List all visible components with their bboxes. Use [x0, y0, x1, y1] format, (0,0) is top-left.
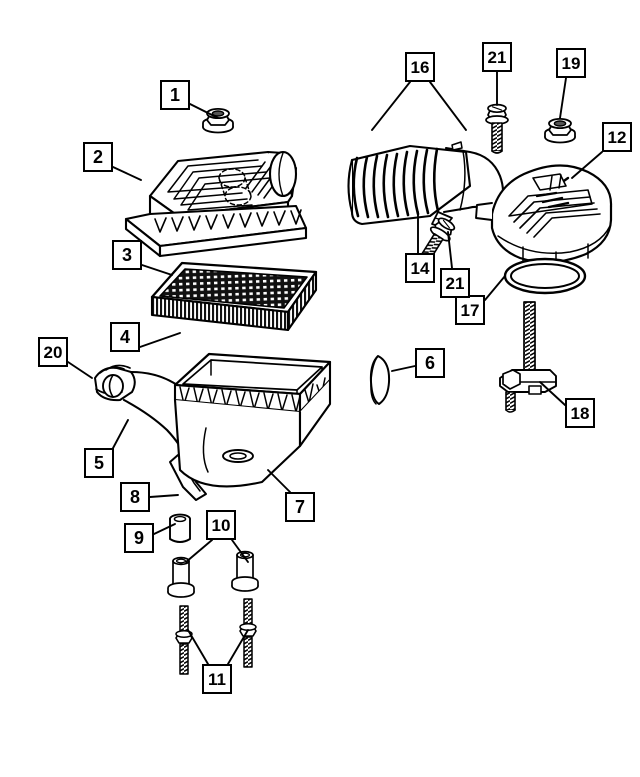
part-6-curved-retaining-clip: [369, 355, 391, 405]
callout-number-label: 18: [570, 403, 590, 423]
callout-number-label: 2: [92, 147, 103, 167]
leader-line-isolator-grommet: [153, 523, 176, 535]
callout-resonator-seal-ring[interactable]: 17: [455, 295, 485, 325]
callout-double-ended-stud[interactable]: 11: [202, 664, 232, 694]
callout-number-label: 21: [487, 47, 507, 67]
part-21-hex-flange-bolt-upper: [485, 103, 509, 154]
callout-number-label: 16: [410, 57, 430, 77]
part-20-intake-duct-inlet-end: [94, 364, 136, 402]
leader-line-flexible-air-intake-duct: [429, 81, 467, 131]
callout-number-label: 11: [208, 669, 226, 689]
callout-number-label: 12: [607, 127, 627, 147]
leader-line-double-ended-stud: [187, 629, 209, 665]
callout-flexible-air-intake-duct[interactable]: 16: [405, 52, 435, 82]
leader-line-mounting-spacer-sleeve: [185, 539, 213, 563]
part-9-isolator-grommet: [169, 513, 191, 543]
leader-line-cover-clip-row: [141, 264, 173, 276]
callout-number-label: 5: [93, 453, 104, 473]
callout-air-cleaner-cover[interactable]: 2: [83, 142, 113, 172]
callout-air-cleaner-housing-body[interactable]: 7: [285, 492, 315, 522]
callout-number-label: 21: [445, 273, 465, 293]
callout-number-label: 4: [119, 327, 130, 347]
leader-line-flexible-air-intake-duct: [371, 81, 411, 131]
callout-hex-flange-bolt[interactable]: 21: [482, 42, 512, 72]
callout-hex-flange-bolt[interactable]: 21: [440, 268, 470, 298]
leader-line-air-cleaner-cover: [112, 166, 142, 181]
callout-number-label: 10: [211, 515, 231, 535]
leader-line-air-cleaner-housing-body: [267, 469, 291, 493]
leader-line-resonator-seal-ring: [484, 275, 506, 301]
leader-line-air-intake-tube: [111, 419, 129, 451]
part-18-throttle-linkage-rod: [499, 301, 557, 413]
leader-line-resonator-housing: [571, 151, 603, 179]
leader-line-throttle-linkage-rod: [539, 381, 566, 406]
leader-line-flange-nut: [189, 103, 219, 119]
leader-line-flange-lock-nut: [559, 77, 567, 119]
callout-air-intake-tube[interactable]: 5: [84, 448, 114, 478]
callout-cover-clip-row[interactable]: 3: [112, 240, 142, 270]
part-4-air-filter-element: [150, 261, 318, 332]
part-7-air-cleaner-housing-body: [173, 352, 332, 488]
callout-number-label: 1: [169, 85, 180, 105]
callout-isolator-grommet[interactable]: 9: [124, 523, 154, 553]
callout-throttle-linkage-rod[interactable]: 18: [565, 398, 595, 428]
part-12-resonator-housing: [475, 164, 613, 267]
callout-duct-support-bracket[interactable]: 14: [405, 253, 435, 283]
callout-number-label: 6: [424, 353, 435, 373]
callout-mounting-spacer-sleeve[interactable]: 10: [206, 510, 236, 540]
callout-number-label: 20: [43, 342, 63, 362]
callout-number-label: 8: [129, 487, 140, 507]
part-17-resonator-seal-ring: [503, 257, 587, 295]
callout-number-label: 14: [410, 258, 430, 278]
leader-line-intake-duct-inlet-end: [67, 361, 93, 379]
leader-line-double-ended-stud: [227, 629, 249, 665]
leader-line-housing-mount-bracket: [149, 494, 179, 498]
callout-flange-nut[interactable]: 1: [160, 80, 190, 110]
callout-number-label: 19: [561, 53, 581, 73]
leader-line-hex-flange-bolt: [447, 231, 453, 269]
part-3-cover-clip-row: [124, 204, 308, 258]
leader-line-curved-retaining-clip: [391, 365, 416, 372]
part-2-air-cleaner-cover: [124, 150, 308, 258]
callout-resonator-housing[interactable]: 12: [602, 122, 632, 152]
callout-number-label: 3: [121, 245, 132, 265]
callout-intake-duct-inlet-end[interactable]: 20: [38, 337, 68, 367]
callout-air-filter-element[interactable]: 4: [110, 322, 140, 352]
leader-line-air-filter-element: [139, 332, 181, 348]
part-19-flange-lock-nut: [544, 118, 576, 144]
callout-curved-retaining-clip[interactable]: 6: [415, 348, 445, 378]
callout-housing-mount-bracket[interactable]: 8: [120, 482, 150, 512]
callout-number-label: 7: [294, 497, 305, 517]
callout-leader-lines: [67, 71, 603, 665]
leader-line-mounting-spacer-sleeve: [231, 539, 249, 563]
callout-flange-lock-nut[interactable]: 19: [556, 48, 586, 78]
callout-number-label: 9: [133, 528, 144, 548]
callout-number-label: 17: [460, 300, 480, 320]
